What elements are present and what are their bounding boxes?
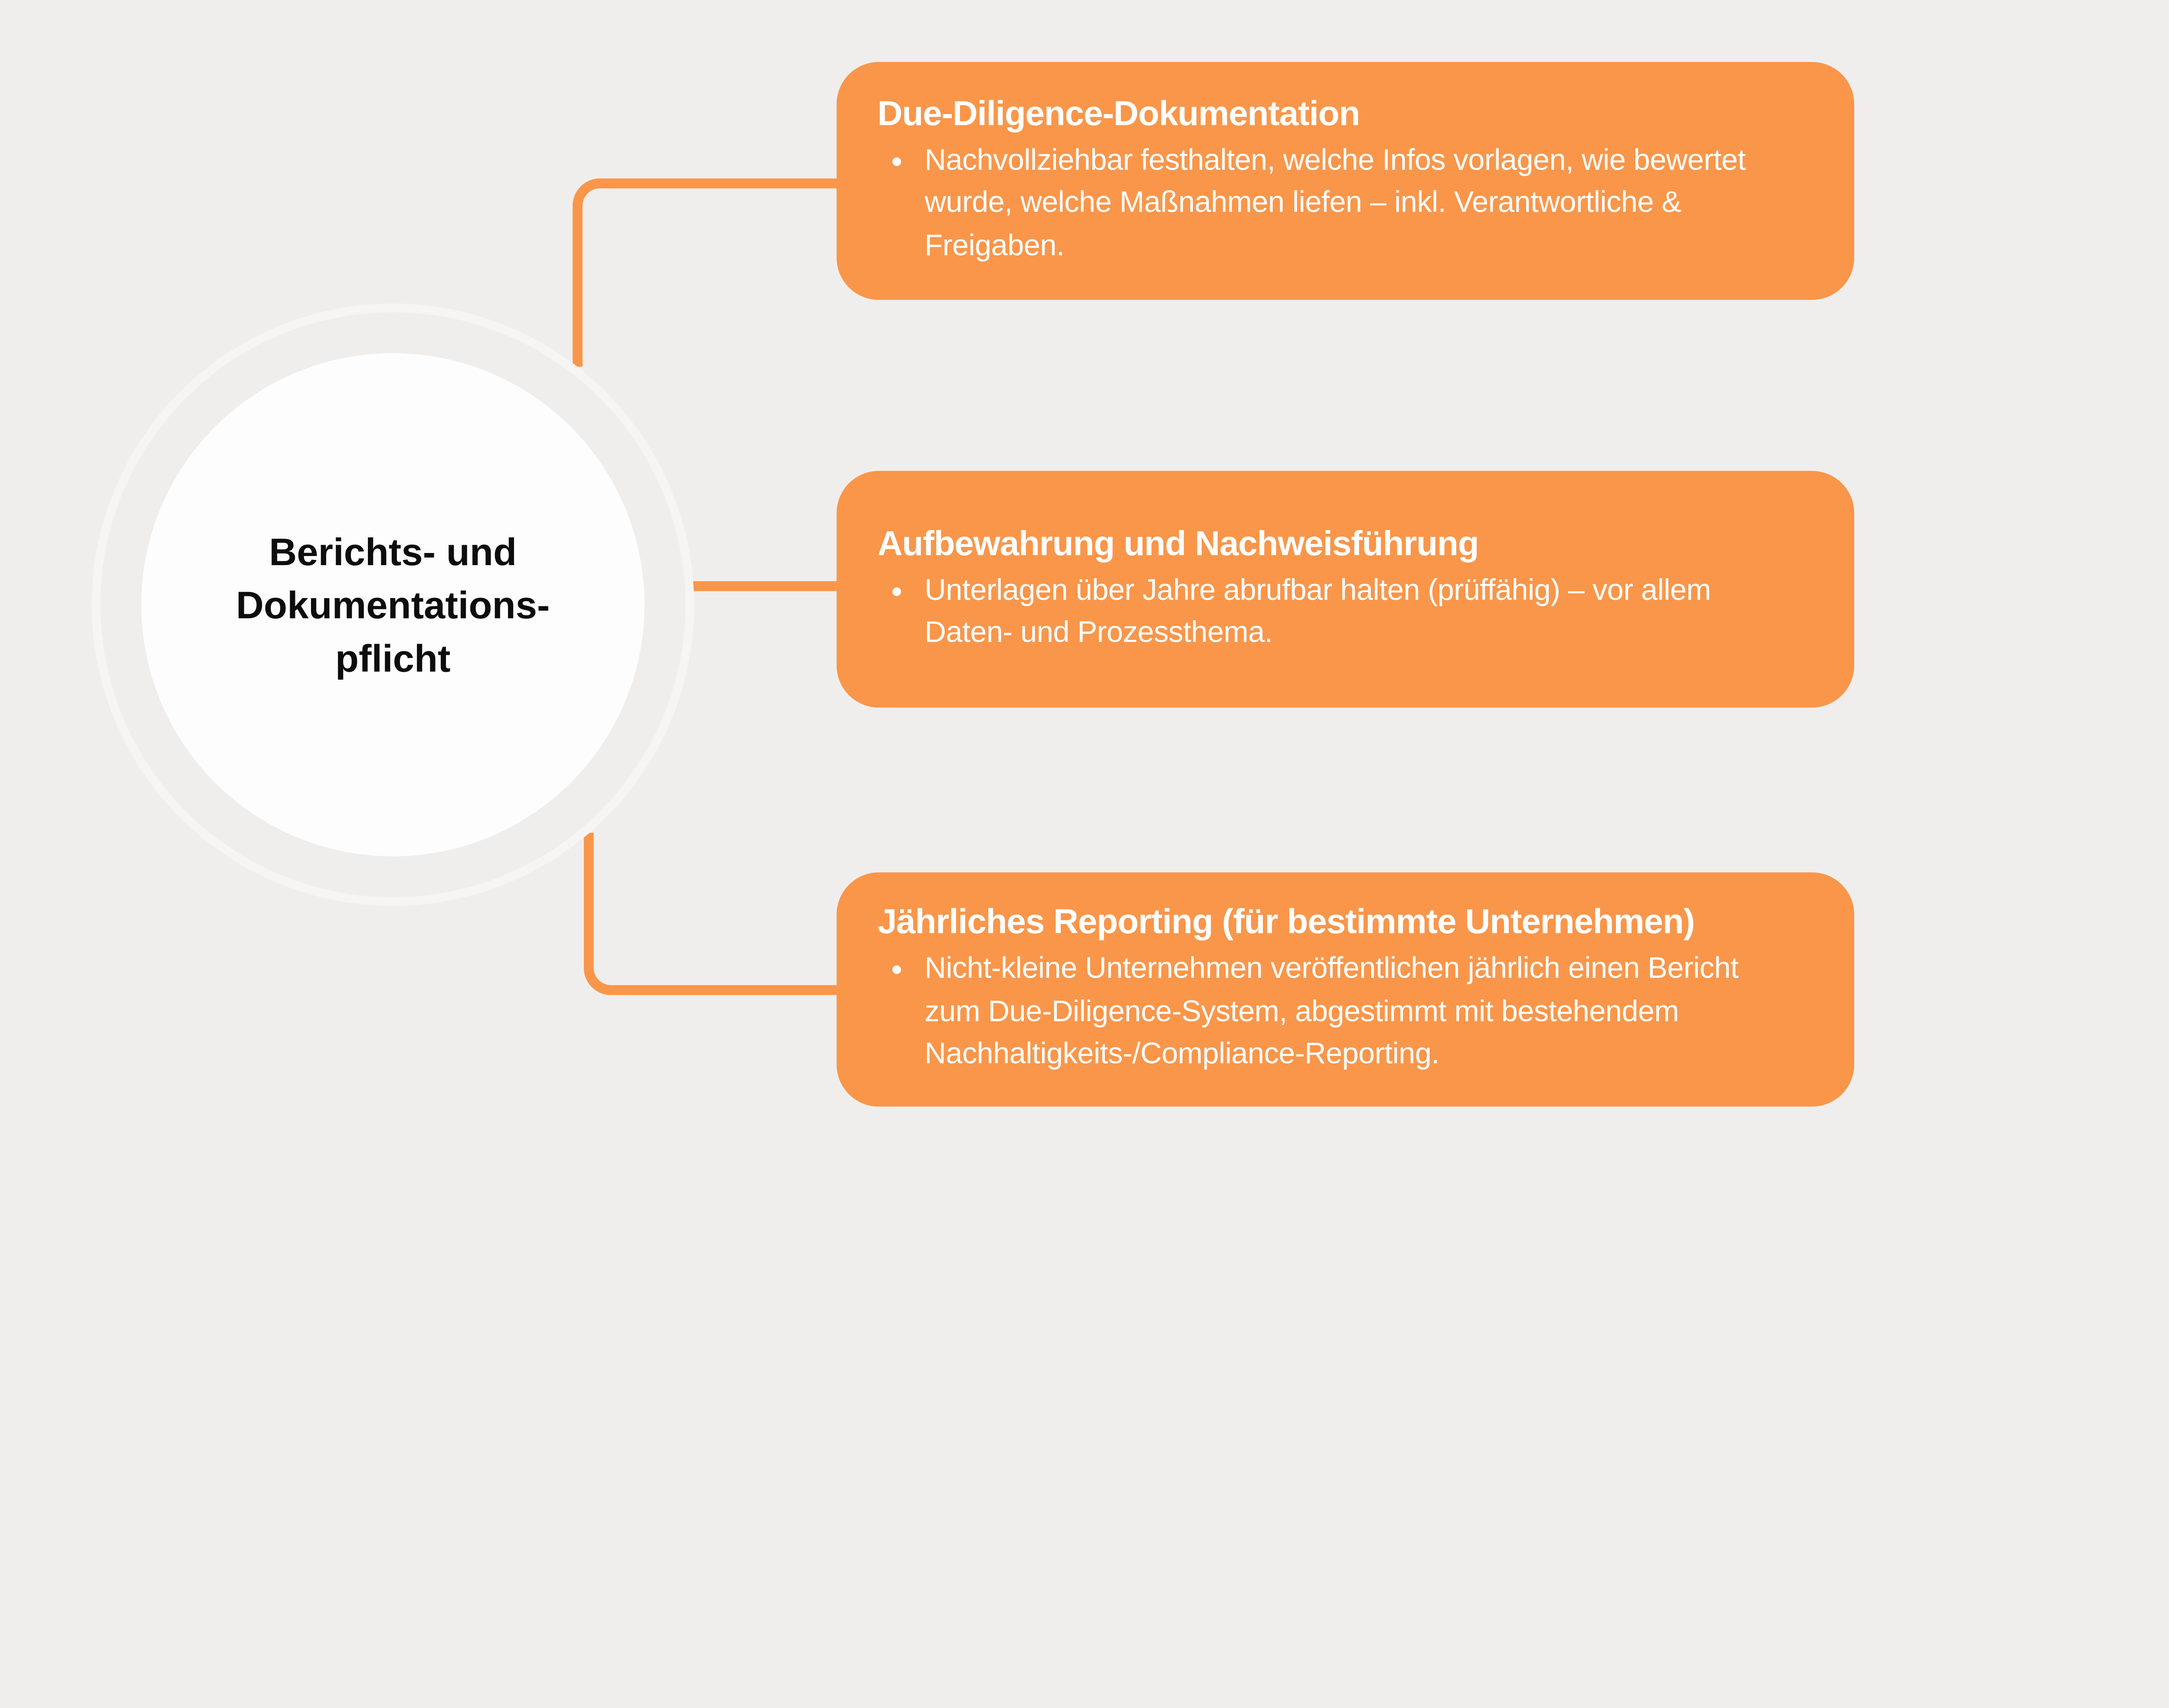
card-title: Aufbewahrung und Nachweisführung — [877, 524, 1479, 562]
center-title: Berichts- und Dokumentations- pflicht — [236, 525, 550, 685]
center-title-line: pflicht — [335, 636, 451, 680]
card-bullet: Nicht-kleine Unternehmen veröffentlichen… — [892, 948, 1792, 1076]
connector-line-middle — [686, 581, 842, 591]
card-title: Jährliches Reporting (für bestimmte Unte… — [877, 902, 1695, 941]
card-jaehrliches-reporting: Jährliches Reporting (für bestimmte Unte… — [836, 872, 1854, 1107]
card-aufbewahrung-nachweisfuehrung: Aufbewahrung und Nachweisführung Unterla… — [836, 471, 1854, 708]
card-bullet-list: Nachvollziehbar festhalten, welche Infos… — [878, 140, 1792, 268]
connector-line-bottom — [583, 833, 842, 995]
center-circle: Berichts- und Dokumentations- pflicht — [141, 353, 645, 857]
center-title-line: Dokumentations- — [236, 583, 550, 627]
card-bullet: Unterlagen über Jahre abrufbar halten (p… — [892, 569, 1792, 655]
infographic-canvas: Berichts- und Dokumentations- pflicht Du… — [92, 62, 1854, 1107]
center-title-line: Berichts- und — [269, 530, 517, 573]
connector-line-top — [573, 178, 842, 367]
card-bullet-list: Nicht-kleine Unternehmen veröffentlichen… — [878, 948, 1792, 1076]
card-due-diligence-dokumentation: Due-Diligence-Dokumentation Nachvollzieh… — [836, 62, 1854, 300]
card-bullet: Nachvollziehbar festhalten, welche Infos… — [892, 140, 1792, 268]
card-bullet-list: Unterlagen über Jahre abrufbar halten (p… — [878, 569, 1792, 655]
card-title: Due-Diligence-Dokumentation — [877, 94, 1360, 132]
